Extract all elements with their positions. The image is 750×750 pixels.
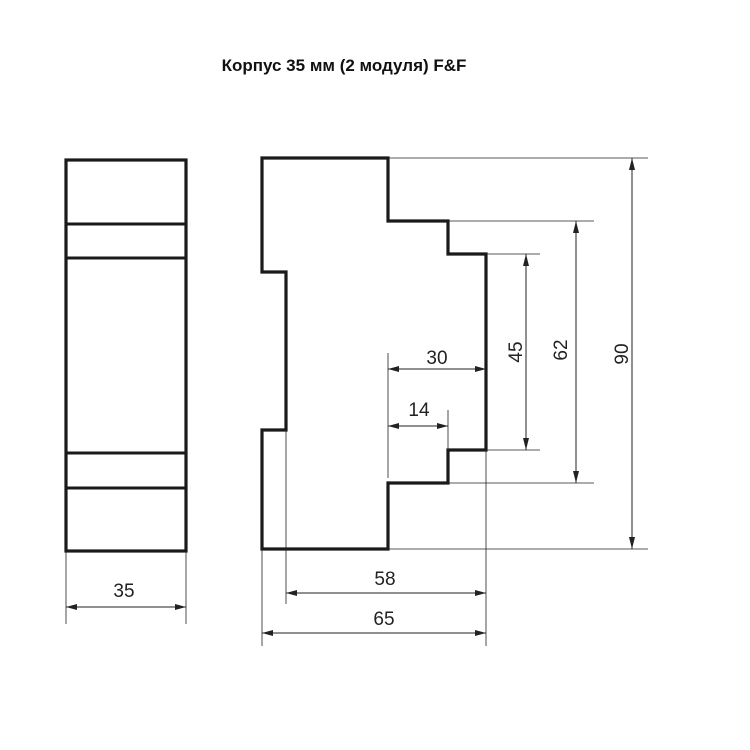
page-title: Корпус 35 мм (2 модуля) F&F xyxy=(221,56,467,75)
arrow-right-icon xyxy=(475,366,486,372)
dimension-front-height: 45 xyxy=(506,254,529,450)
dimension-label-30: 30 xyxy=(426,348,447,369)
arrow-up-icon xyxy=(573,221,579,233)
arrow-right-icon xyxy=(175,604,186,610)
front-view: 35 xyxy=(64,158,188,624)
arrow-left-icon xyxy=(388,366,399,372)
dimension-label-14: 14 xyxy=(408,400,430,421)
arrow-up-icon xyxy=(523,254,529,266)
arrow-right-icon xyxy=(475,630,486,636)
arrow-down-icon xyxy=(629,537,635,549)
arrow-right-icon xyxy=(475,590,486,596)
arrow-left-icon xyxy=(262,630,273,636)
dimension-front-width: 35 xyxy=(65,551,187,624)
dimension-label-90: 90 xyxy=(612,343,633,364)
front-view-outline xyxy=(64,158,188,553)
side-view: 90 62 45 30 14 xyxy=(260,156,648,646)
arrow-down-icon xyxy=(573,471,579,483)
arrow-left-icon xyxy=(388,423,399,429)
dimension-total-depth: 65 xyxy=(261,549,486,646)
dimension-label-35: 35 xyxy=(113,581,134,602)
dimension-depth-30: 30 xyxy=(387,348,486,478)
dimension-label-58: 58 xyxy=(374,569,395,590)
arrow-right-icon xyxy=(437,423,448,429)
dimension-label-45: 45 xyxy=(506,341,527,362)
dimension-label-65: 65 xyxy=(373,609,394,630)
arrow-left-icon xyxy=(286,590,297,596)
dimension-total-height: 90 xyxy=(612,158,635,549)
arrow-down-icon xyxy=(523,438,529,450)
arrow-up-icon xyxy=(629,158,635,170)
side-view-outline xyxy=(260,156,488,551)
arrow-left-icon xyxy=(66,604,77,610)
dimension-label-62: 62 xyxy=(551,339,572,360)
dimension-depth-14: 14 xyxy=(388,400,449,450)
dimension-depth-58: 58 xyxy=(285,430,487,646)
dimension-step-height: 62 xyxy=(551,221,579,483)
